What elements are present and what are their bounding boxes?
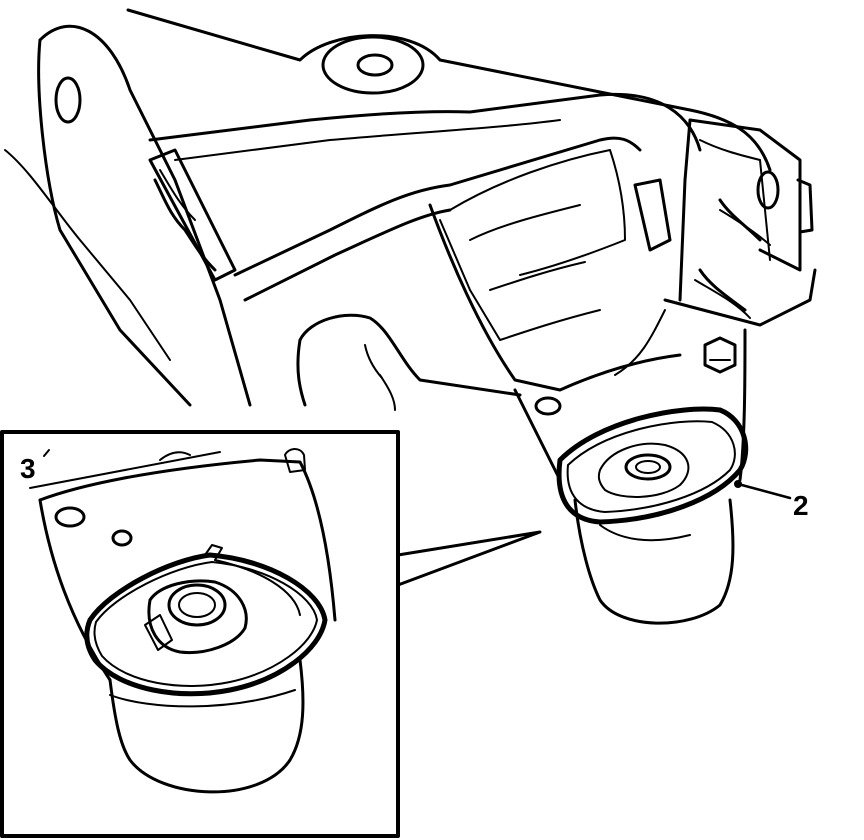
callout-label-2: 2 xyxy=(793,490,809,521)
top-boss xyxy=(321,35,425,95)
inset-bushing-center xyxy=(167,583,227,627)
top-boss-hole xyxy=(356,53,394,77)
callout-3-leader xyxy=(43,449,50,457)
right-bracket xyxy=(688,118,802,272)
left-bracket xyxy=(38,24,252,407)
bushing-outer-ring xyxy=(556,406,749,525)
subframe-main-view xyxy=(4,8,817,625)
bushing-center-hole xyxy=(624,453,672,481)
callout-label-3: 3 xyxy=(20,453,36,484)
inset-pointer xyxy=(396,530,542,587)
bracket-hole xyxy=(54,76,82,124)
inset-frame xyxy=(0,430,400,838)
bolt-head xyxy=(703,336,737,374)
inset-bushing-outer-ring xyxy=(84,552,328,697)
inset-detail-view xyxy=(0,430,400,838)
callout-2-leader xyxy=(736,482,792,500)
